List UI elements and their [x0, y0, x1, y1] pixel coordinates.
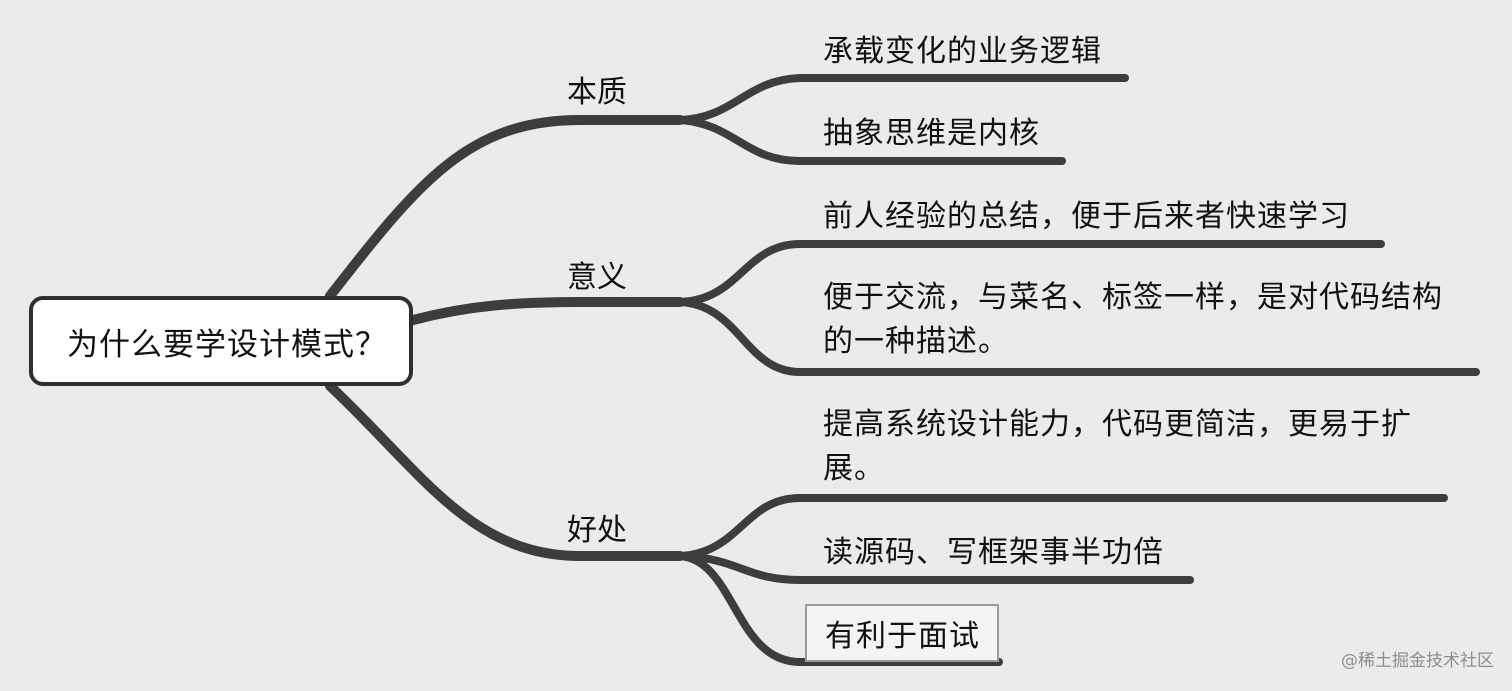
leaf-benefits-2[interactable]: 读源码、写框架事半功倍	[823, 531, 1164, 575]
connector-essence-child-1	[676, 74, 804, 124]
connector-benefits-child-3	[676, 552, 804, 666]
leaf-benefits-2-label: 读源码、写框架事半功倍	[823, 535, 1164, 570]
leaf-benefits-1[interactable]: 提高系统设计能力，代码更简洁，更易于扩展。	[823, 403, 1443, 491]
topic-meaning[interactable]: 意义	[567, 260, 627, 296]
leaf-essence-1[interactable]: 承载变化的业务逻辑	[823, 30, 1102, 74]
connector-meaning-child-2	[676, 298, 804, 376]
connector-root-meaning	[408, 297, 685, 325]
topic-essence-label: 本质	[567, 75, 627, 110]
root-node-label: 为什么要学设计模式？	[67, 326, 387, 363]
leaf-meaning-1-label: 前人经验的总结，便于后来者快速学习	[823, 199, 1350, 234]
connector-root-benefits	[325, 381, 685, 561]
leaf-meaning-1[interactable]: 前人经验的总结，便于后来者快速学习	[823, 195, 1350, 239]
leaf-essence-2-label: 抽象思维是内核	[823, 116, 1040, 151]
leaf-meaning-2-label: 便于交流，与菜名、标签一样，是对代码结构的一种描述。	[823, 280, 1443, 359]
leaf-benefits-3-label: 有利于面试	[825, 619, 980, 654]
leaf-meaning-2[interactable]: 便于交流，与菜名、标签一样，是对代码结构的一种描述。	[823, 276, 1468, 364]
topic-essence[interactable]: 本质	[567, 75, 627, 111]
connector-benefits-child-1	[676, 494, 804, 560]
connector-essence-child-2	[676, 116, 804, 165]
leaf-benefits-3[interactable]: 有利于面试	[805, 604, 999, 662]
topic-benefits-label: 好处	[567, 513, 627, 548]
leaf-benefits-1-label: 提高系统设计能力，代码更简洁，更易于扩展。	[823, 407, 1412, 486]
root-node[interactable]: 为什么要学设计模式？	[29, 296, 413, 386]
watermark: @稀土掘金技术社区	[1341, 651, 1494, 671]
leaf-essence-2[interactable]: 抽象思维是内核	[823, 112, 1040, 156]
topic-meaning-label: 意义	[567, 260, 627, 295]
connector-meaning-child-1	[676, 240, 804, 306]
connector-root-essence	[325, 115, 685, 301]
topic-benefits[interactable]: 好处	[567, 513, 627, 549]
leaf-essence-1-label: 承载变化的业务逻辑	[823, 34, 1102, 69]
